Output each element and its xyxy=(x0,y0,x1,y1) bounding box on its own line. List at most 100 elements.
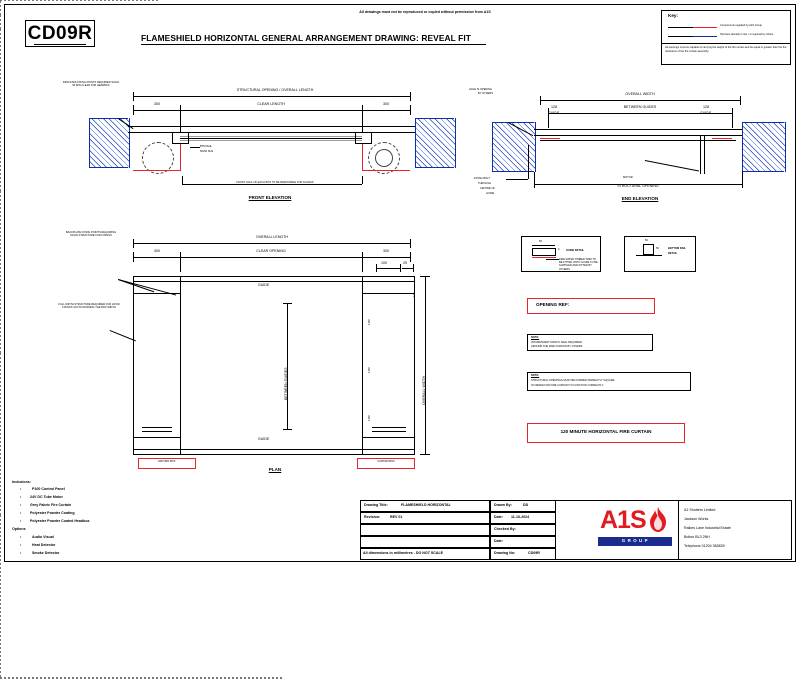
pl-dim-100: 100 xyxy=(381,262,387,266)
note-heading-0: NOTE: xyxy=(531,337,539,340)
fe-dim-clear-tick-3 xyxy=(362,105,363,133)
bullet-3: • xyxy=(20,512,21,516)
key-box xyxy=(661,10,791,65)
note-line-1-0: STRUCTURAL OPENINGS MUST BE FORMED PERFE… xyxy=(531,380,614,383)
pl-dim-overall-tick-r xyxy=(410,239,411,248)
ee-view-title: END ELEVATION xyxy=(585,197,695,202)
ee-dim-overall-label: OVERALL WIDTH xyxy=(580,93,700,97)
pl-return-bar-1 xyxy=(142,427,172,428)
pl-guide-bot-label: GUIDE xyxy=(258,438,269,442)
pl-dim-overall-line xyxy=(133,243,410,244)
ee-note-hole-2: BY OTHERS xyxy=(478,93,493,96)
ee-motor-line-2 xyxy=(704,136,705,174)
bottom-rail-dim: 50 xyxy=(645,240,648,243)
ee-dim-so-label: STRUCTURAL OPENING xyxy=(578,185,698,189)
pl-return-box-label: RETURN BOX xyxy=(138,461,196,464)
pl-dim-right: 300 xyxy=(368,250,404,254)
pl-return-bar-2 xyxy=(142,431,172,432)
fe-curtain-bot xyxy=(180,140,362,141)
pl-dim-overall-tick-l xyxy=(133,239,134,248)
pl-outline-bottom xyxy=(133,454,415,455)
key-item-label-1: Structure already in situ / or required … xyxy=(720,34,773,37)
bullet-2: • xyxy=(20,504,21,508)
ee-note-bolt-2: THROUGH xyxy=(478,183,491,186)
guide-detail-dim2: 4 xyxy=(558,249,559,252)
pl-curtain-dash-2 xyxy=(0,515,1,677)
fe-dim-right: 300 xyxy=(368,103,404,107)
ee-wall-right xyxy=(742,122,786,172)
ee-wall-right-bot xyxy=(742,171,784,172)
fe-soffit-line-top xyxy=(128,126,415,127)
pl-dim-left: 300 xyxy=(139,250,175,254)
pl-outline-left xyxy=(133,276,134,454)
ee-note-bolt-leader xyxy=(506,179,528,180)
pl-overall-width-label: OVERALL WIDTH xyxy=(423,376,427,405)
fe-wall-left xyxy=(89,118,130,168)
ee-inner-dash-bot xyxy=(0,1,160,2)
bottom-rail-detail-box xyxy=(624,236,696,272)
pl-guide-bot-line xyxy=(133,449,415,450)
option-bullet-2: • xyxy=(20,552,21,556)
ee-inner-dash-right xyxy=(0,15,1,29)
copyright-note: All drawings must not be reproduced or c… xyxy=(200,11,650,15)
drawing-sheet: All drawings must not be reproduced or c… xyxy=(0,0,800,566)
key-heading: Key: xyxy=(668,14,678,19)
pl-view-title: PLAN xyxy=(240,468,310,473)
drawing-code: CD09R xyxy=(25,24,95,43)
pl-note-backplate: BACKPLATE FIXING POINTS REQUIRING SOLID … xyxy=(62,231,120,238)
title-block-outer xyxy=(360,500,792,560)
guide-detail-shape xyxy=(532,248,556,256)
pl-between-guides-label: BETWEEN GUIDES xyxy=(285,367,289,400)
pl-dim-clear-tick-4 xyxy=(410,252,411,262)
pl-segment-dim-1: 1250 xyxy=(369,367,372,373)
pl-ow-dim-tick-t xyxy=(420,276,430,277)
fe-dim-overall-label: STRUCTURAL OPENING / OVERALL LENGTH xyxy=(180,89,370,93)
pl-curtain-bar-1 xyxy=(372,427,406,428)
pl-curtain-box-inner-bot xyxy=(362,437,414,438)
pl-curtain-dash-1 xyxy=(0,353,1,515)
pl-note-fullwidth: FULL WIDTH STRUCTURE REQUIRED FOR HOOD F… xyxy=(58,303,120,310)
pl-dim-125: 125 xyxy=(414,293,417,297)
ee-dim-so-tick-r xyxy=(742,172,743,188)
inclusion-item-4: Polyester Powder Coated Headbox xyxy=(30,520,90,524)
ee-curtain-line xyxy=(540,140,736,141)
pl-curtain-bar-2 xyxy=(372,431,406,432)
note-line-0-1: AROUND THE FIRE CURTAIN BY OTHERS xyxy=(531,346,582,349)
key-item-label-0: Components supplied by A1S Group xyxy=(720,25,762,28)
ee-dim-overall-tick-l xyxy=(540,96,541,105)
key-footnote: All openings must be capable of carrying… xyxy=(665,46,787,53)
ee-note-bolt-1: FIXING BOLT xyxy=(474,178,490,181)
pl-bg-dim-tick-t xyxy=(283,303,292,304)
pl-dim-overall-label: OVERALL LENGTH xyxy=(212,236,332,240)
pl-curtain-box-label: CURTAIN BOX xyxy=(357,461,415,464)
guide-detail-dim-line xyxy=(532,245,555,246)
key-line-blue-2 xyxy=(693,36,717,38)
bottom-rail-shape xyxy=(643,244,654,255)
fe-note-access-tick-l xyxy=(182,176,183,184)
pl-dim-clear-line xyxy=(133,257,410,258)
ee-inner-dash-left xyxy=(0,1,1,15)
drawing-code-underline xyxy=(34,44,86,45)
fe-return-box xyxy=(172,132,189,144)
fe-note-btm-rail-leader xyxy=(190,147,200,148)
fe-wall-left-bot xyxy=(89,167,128,168)
ee-guide-left-lbl: GUIDE xyxy=(548,112,559,116)
fe-dim-clear-tick-4 xyxy=(410,105,411,115)
key-line-black-2 xyxy=(668,36,693,38)
fe-bottom-rail-line xyxy=(180,138,362,139)
fe-dim-overall-tick-r xyxy=(410,92,411,101)
inclusion-item-2: Grey Fabric Fire Curtain xyxy=(30,504,71,508)
ee-dim-overall-line xyxy=(540,100,740,101)
bullet-4: • xyxy=(20,520,21,524)
pl-dim-clear-tick-2 xyxy=(180,252,181,272)
option-bullet-1: • xyxy=(20,544,21,548)
pl-return-dash-2 xyxy=(0,191,1,353)
inclusion-item-1: 24V DC Tube Motor xyxy=(30,496,63,500)
page-title-underline xyxy=(141,44,486,45)
ee-note-bolt-leader-v xyxy=(528,145,529,179)
inclusions-heading: Inclusions: xyxy=(12,481,31,485)
option-item-2: Smoke Detector xyxy=(32,552,59,556)
fe-note-btm-rail-1: BTM RAIL xyxy=(200,146,212,149)
ee-dim-so-tick-l xyxy=(534,172,535,188)
product-banner-label: 120 MINUTE HORIZONTAL FIRE CURTAIN xyxy=(527,430,685,435)
